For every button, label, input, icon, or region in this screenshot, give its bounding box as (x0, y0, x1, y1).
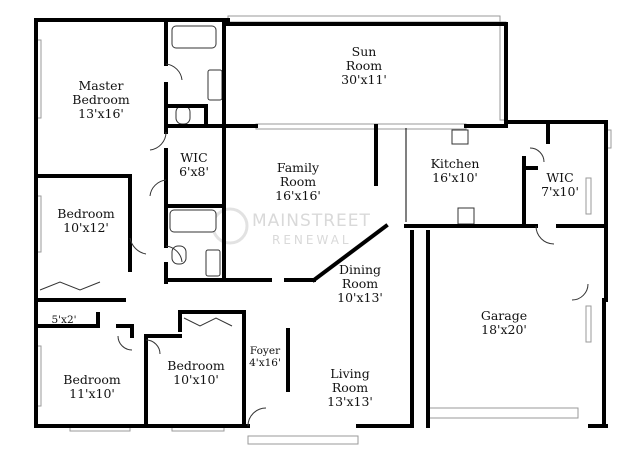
room-kitchen: Kitchen 16'x10' (431, 156, 480, 185)
room-bedroom-bottom-mid: Bedroom 10'x10' (167, 358, 225, 387)
svg-text:10'x13': 10'x13' (337, 290, 383, 305)
svg-text:18'x20': 18'x20' (481, 322, 527, 337)
svg-text:Living: Living (330, 366, 369, 381)
toilet-icon (175, 105, 191, 125)
svg-text:13'x16': 13'x16' (78, 106, 124, 121)
room-bedroom-left: Bedroom 10'x12' (57, 206, 115, 235)
svg-text:5'x2': 5'x2' (51, 314, 76, 326)
room-master-bedroom: Master Bedroom 13'x16' (72, 78, 130, 121)
svg-text:Bedroom: Bedroom (63, 372, 121, 387)
watermark-logo-icon (211, 207, 249, 245)
bathtub-icon (171, 25, 217, 49)
fridge-icon (451, 129, 469, 145)
sink-icon (207, 69, 223, 101)
svg-text:Room: Room (346, 58, 382, 73)
room-wic-kitchen: WIC 7'x10' (541, 170, 579, 199)
svg-text:Family: Family (277, 160, 320, 175)
svg-text:16'x16': 16'x16' (275, 188, 321, 203)
svg-text:Room: Room (280, 174, 316, 189)
walls (34, 18, 608, 428)
svg-text:Bedroom: Bedroom (72, 92, 130, 107)
room-closet: 5'x2' (51, 314, 76, 326)
svg-text:Kitchen: Kitchen (431, 156, 480, 171)
svg-text:10'x10': 10'x10' (173, 372, 219, 387)
watermark-subtext: RENEWAL (272, 233, 352, 247)
stove-icon (457, 207, 475, 225)
sink-icon (205, 249, 221, 277)
bathtub-icon (169, 209, 217, 233)
room-dining-room: Dining Room 10'x13' (337, 262, 383, 305)
svg-text:WIC: WIC (180, 150, 207, 165)
svg-text:13'x13': 13'x13' (327, 394, 373, 409)
room-foyer: Foyer 4'x16' (249, 345, 281, 369)
room-labels: Master Bedroom 13'x16' Sun Room 30'x11' … (51, 44, 578, 409)
svg-text:Dining: Dining (339, 262, 381, 277)
svg-text:Bedroom: Bedroom (167, 358, 225, 373)
svg-text:Master: Master (78, 78, 123, 93)
svg-text:Garage: Garage (481, 308, 527, 323)
watermark: MAINSTREET RENEWAL (211, 207, 371, 247)
room-wic-master: WIC 6'x8' (179, 150, 209, 179)
svg-text:WIC: WIC (546, 170, 573, 185)
svg-text:Room: Room (332, 380, 368, 395)
svg-text:Foyer: Foyer (250, 345, 281, 357)
svg-text:11'x10': 11'x10' (69, 386, 115, 401)
room-living-room: Living Room 13'x13' (327, 366, 373, 409)
watermark-text: MAINSTREET (252, 211, 371, 231)
svg-text:30'x11': 30'x11' (341, 72, 387, 87)
room-sun-room: Sun Room 30'x11' (341, 44, 387, 87)
svg-text:16'x10': 16'x10' (432, 170, 478, 185)
svg-text:10'x12': 10'x12' (63, 220, 109, 235)
room-family-room: Family Room 16'x16' (275, 160, 321, 203)
room-garage: Garage 18'x20' (481, 308, 527, 337)
svg-text:4'x16': 4'x16' (249, 357, 281, 369)
fixtures (169, 25, 475, 277)
svg-text:Room: Room (342, 276, 378, 291)
svg-text:7'x10': 7'x10' (541, 184, 579, 199)
svg-text:Bedroom: Bedroom (57, 206, 115, 221)
room-bedroom-bottom-left: Bedroom 11'x10' (63, 372, 121, 401)
doors (39, 63, 589, 427)
svg-text:Sun: Sun (352, 44, 377, 59)
svg-text:6'x8': 6'x8' (179, 164, 209, 179)
